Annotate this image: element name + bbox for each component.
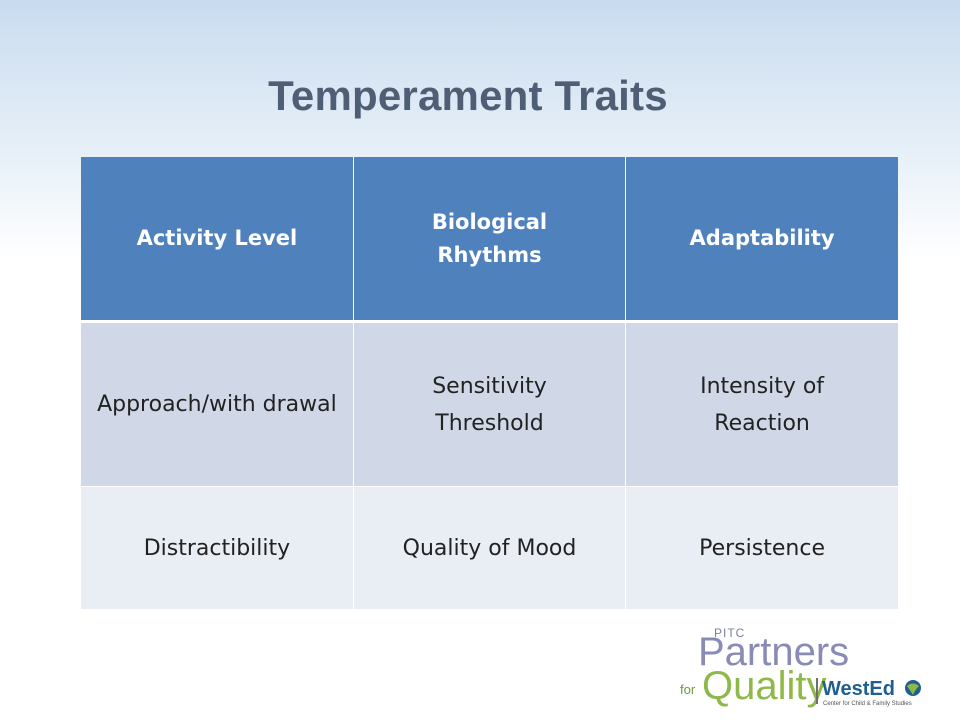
wested-subtitle: Center for Child & Family Studies bbox=[823, 701, 912, 707]
table-cell: Sensitivity Threshold bbox=[353, 321, 627, 487]
temperament-table: Activity Level Biological Rhythms Adapta… bbox=[81, 157, 898, 609]
slide-title: Temperament Traits bbox=[268, 72, 668, 119]
table-cell: Biological Rhythms bbox=[353, 157, 627, 323]
wested-logo-text: WestEd bbox=[822, 678, 895, 700]
table-cell: Persistence bbox=[625, 486, 898, 609]
table-cell: Activity Level bbox=[81, 157, 354, 323]
logo-partners-text: Partners bbox=[698, 630, 850, 674]
table-cell: Intensity of Reaction bbox=[625, 321, 898, 487]
logo-for-text: for bbox=[680, 682, 696, 697]
table-cell: Adaptability bbox=[625, 157, 898, 323]
table-row: Distractibility Quality of Mood Persiste… bbox=[81, 486, 898, 609]
table-row: Approach/with drawal Sensitivity Thresho… bbox=[81, 321, 898, 487]
logo-pitc-text: PITC bbox=[714, 626, 746, 640]
globe-icon bbox=[905, 680, 921, 696]
table-cell: Quality of Mood bbox=[353, 486, 627, 609]
partners-for-quality-logo: PITC Partners for Quality WestEd Center … bbox=[680, 626, 942, 710]
logo-quality-text: Quality bbox=[702, 664, 827, 708]
table-cell: Distractibility bbox=[81, 486, 354, 609]
table-header-row: Activity Level Biological Rhythms Adapta… bbox=[81, 157, 898, 323]
logo-divider bbox=[816, 678, 818, 704]
table-cell: Approach/with drawal bbox=[81, 321, 354, 487]
